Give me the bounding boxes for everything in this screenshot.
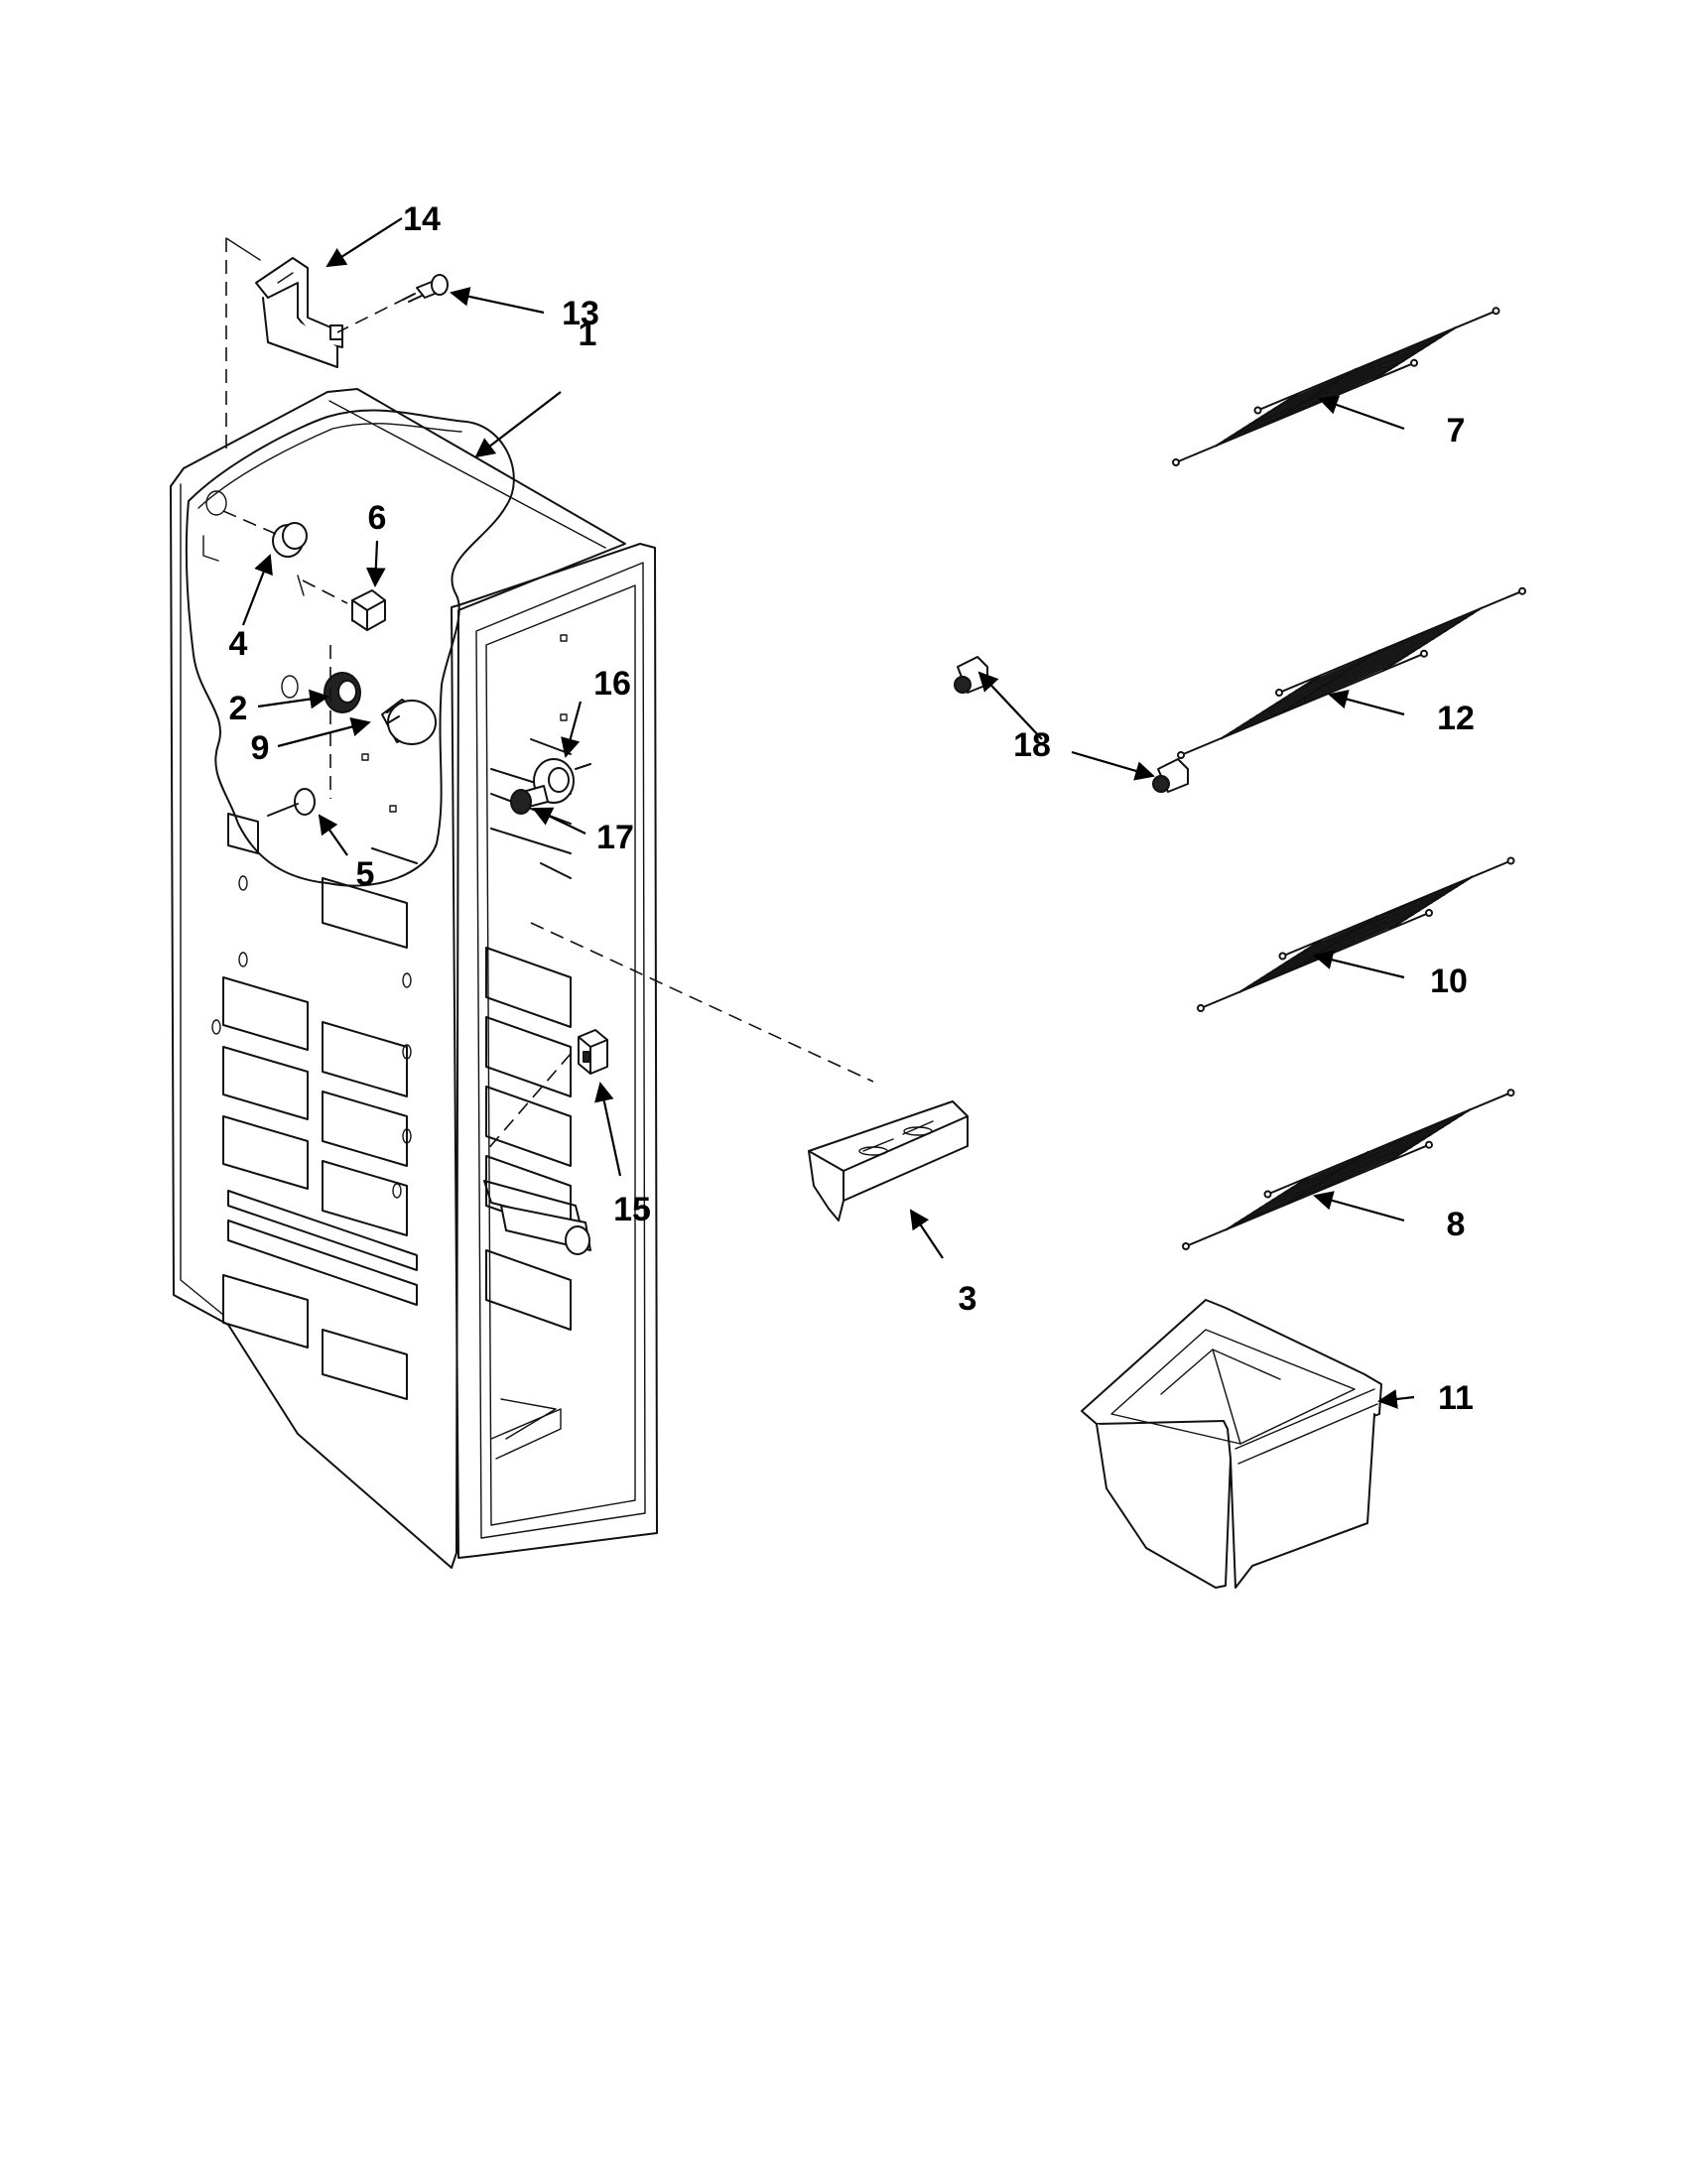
- callout-5: 5: [356, 855, 375, 893]
- callout-6: 6: [368, 499, 387, 537]
- callout-11: 11: [1438, 1379, 1474, 1417]
- wire-shelf-7: [1172, 307, 1500, 466]
- callout-8: 8: [1447, 1206, 1466, 1243]
- part-18-support-upper: [954, 656, 988, 694]
- part-2-socket: [281, 672, 361, 713]
- wire-shelf-10: [1197, 856, 1515, 1012]
- callout-15: 15: [613, 1191, 651, 1228]
- callout-2: 2: [229, 690, 248, 727]
- callout-labels: 14 13 1 6 4 2 9 5 16 17 15 3 7 12 18 10 …: [229, 200, 1475, 1417]
- callout-4: 4: [229, 625, 248, 663]
- leader-lines: [241, 217, 1415, 1409]
- callout-13: 13: [562, 295, 599, 332]
- callout-9: 9: [251, 729, 270, 767]
- callout-10: 10: [1430, 963, 1468, 1000]
- callout-18: 18: [1013, 726, 1051, 764]
- part-13-screw: [402, 274, 449, 303]
- part-6-clip: [351, 589, 386, 631]
- callout-17: 17: [596, 819, 634, 856]
- wall-panels-right: [371, 738, 591, 1331]
- part-14-bracket: [255, 257, 343, 368]
- part-17-screw: [510, 785, 549, 815]
- part-3-cover: [808, 1100, 969, 1221]
- callout-3: 3: [959, 1280, 977, 1318]
- callout-16: 16: [593, 665, 631, 703]
- part-11-bin: [1081, 1299, 1382, 1589]
- wall-panels-left: [222, 813, 418, 1400]
- wire-shelf-12: [1177, 586, 1526, 759]
- part-9-bulb: [381, 699, 437, 745]
- wire-shelf-8: [1182, 1089, 1515, 1250]
- callout-7: 7: [1447, 412, 1466, 450]
- callout-14: 14: [403, 200, 441, 238]
- part-15-switch: [578, 1029, 608, 1075]
- freezer-liner: [170, 388, 658, 1569]
- callout-1: 1: [579, 316, 597, 353]
- part-5-pin: [267, 788, 316, 817]
- part-4-knob: [202, 490, 308, 562]
- callout-12: 12: [1437, 700, 1475, 737]
- part-18-support-lower: [1152, 758, 1189, 793]
